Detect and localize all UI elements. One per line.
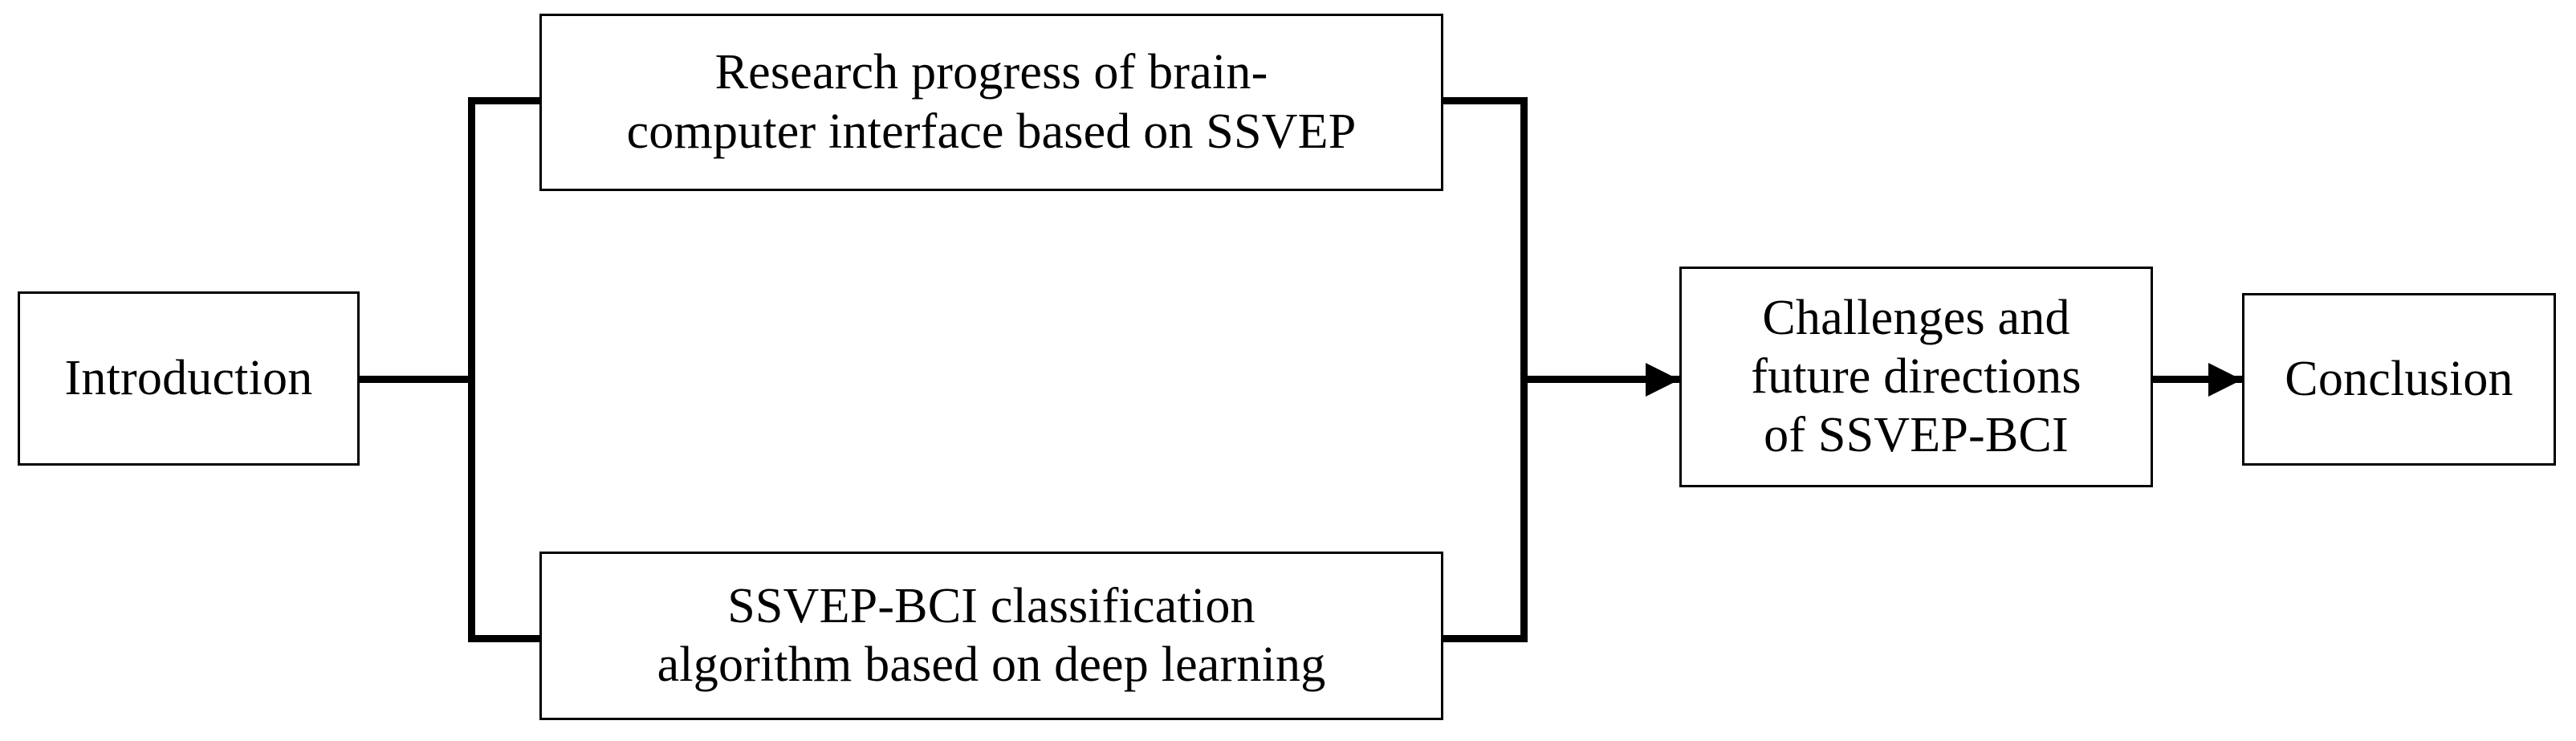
edge-merge-to-challenges [1520, 376, 1713, 383]
node-ssvep-bci-classification-label: SSVEP-BCI classification algorithm based… [657, 578, 1326, 692]
edge-branch-to-research [468, 97, 572, 104]
edge-introduction-stem [360, 376, 475, 383]
node-ssvep-bci-classification[interactable]: SSVEP-BCI classification algorithm based… [539, 552, 1443, 720]
edge-split-rail [468, 97, 475, 642]
node-conclusion-label: Conclusion [2285, 351, 2513, 406]
edge-research-to-merge [1443, 97, 1528, 104]
arrowhead-to-challenges-icon [1646, 363, 1679, 397]
node-research-progress[interactable]: Research progress of brain- computer int… [539, 14, 1443, 191]
node-challenges-future-directions-label: Challenges and future directions of SSVE… [1751, 290, 2082, 463]
arrowhead-to-conclusion-icon [2208, 363, 2242, 397]
node-introduction-label: Introduction [64, 350, 313, 405]
edge-branch-to-classification [468, 635, 572, 642]
node-research-progress-label: Research progress of brain- computer int… [626, 45, 1357, 159]
node-conclusion[interactable]: Conclusion [2242, 293, 2556, 466]
edge-classification-to-merge [1443, 635, 1528, 642]
node-introduction[interactable]: Introduction [18, 291, 360, 466]
edge-merge-rail [1520, 97, 1528, 642]
node-challenges-future-directions[interactable]: Challenges and future directions of SSVE… [1679, 267, 2153, 487]
edge-challenges-to-conclusion [2153, 376, 2245, 383]
